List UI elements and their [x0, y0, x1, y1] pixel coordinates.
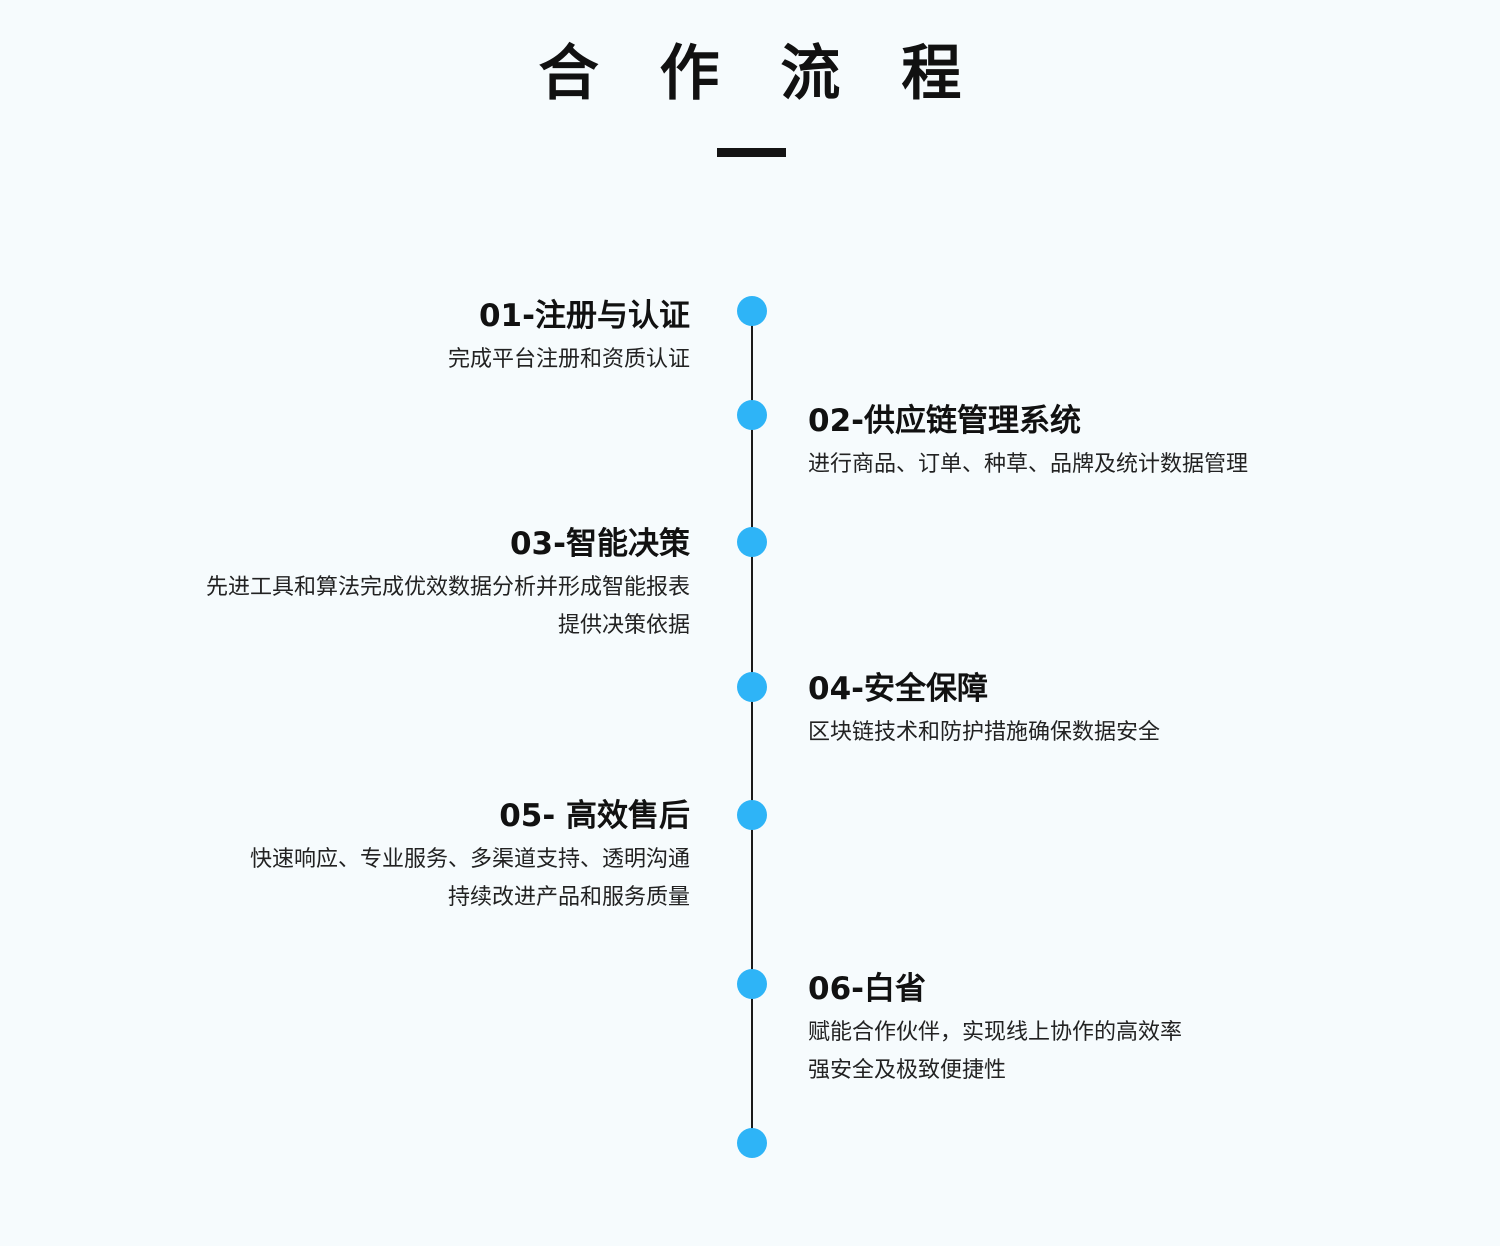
step-4-desc-line-1: 区块链技术和防护措施确保数据安全: [808, 720, 1161, 745]
step-3-desc: 先进工具和算法完成优效数据分析并形成智能报表 提供决策依据: [206, 569, 690, 645]
step-1: 01-注册与认证 完成平台注册和资质认证: [448, 296, 690, 379]
step-6-title: 06-白省: [808, 971, 927, 1007]
step-1-title: 01-注册与认证: [478, 298, 690, 334]
step-2: 02-供应链管理系统 进行商品、订单、种草、品牌及统计数据管理: [808, 401, 1248, 484]
step-6-desc-line-1: 赋能合作伙伴，实现线上协作的高效率: [808, 1020, 1183, 1045]
step-6-desc: 赋能合作伙伴，实现线上协作的高效率 强安全及极致便捷性: [808, 1014, 1182, 1090]
step-3-desc-line-1: 先进工具和算法完成优效数据分析并形成智能报表: [205, 575, 690, 600]
timeline-dot-2: [737, 400, 767, 430]
timeline-dot-4: [737, 672, 767, 702]
timeline-line: [751, 311, 753, 1143]
step-2-desc-line-1: 进行商品、订单、种草、品牌及统计数据管理: [808, 452, 1249, 477]
timeline-dot-6: [737, 969, 767, 999]
step-5-desc-line-1: 快速响应、专业服务、多渠道支持、透明沟通: [249, 847, 690, 872]
timeline-dot-3: [737, 527, 767, 557]
step-5-title: 05- 高效售后: [499, 798, 690, 834]
step-5-desc: 快速响应、专业服务、多渠道支持、透明沟通 持续改进产品和服务质量: [250, 841, 690, 917]
step-5-desc-line-2: 持续改进产品和服务质量: [447, 885, 690, 910]
timeline-dot-1: [737, 296, 767, 326]
step-6: 06-白省 赋能合作伙伴，实现线上协作的高效率 强安全及极致便捷性: [808, 969, 1182, 1090]
timeline-dot-end: [737, 1128, 767, 1158]
step-3-desc-line-2: 提供决策依据: [557, 613, 690, 638]
step-2-title: 02-供应链管理系统: [808, 403, 1082, 439]
step-1-desc-line-1: 完成平台注册和资质认证: [447, 347, 690, 372]
timeline-dot-5: [737, 800, 767, 830]
step-5: 05- 高效售后 快速响应、专业服务、多渠道支持、透明沟通 持续改进产品和服务质…: [250, 796, 690, 917]
step-6-desc-line-2: 强安全及极致便捷性: [808, 1058, 1007, 1083]
step-3-title: 03-智能决策: [509, 526, 690, 562]
step-4-title: 04-安全保障: [808, 671, 989, 707]
title-underline: [717, 148, 786, 157]
step-4: 04-安全保障 区块链技术和防护措施确保数据安全: [808, 669, 1160, 752]
step-3: 03-智能决策 先进工具和算法完成优效数据分析并形成智能报表 提供决策依据: [206, 524, 690, 645]
page-title: 合 作 流 程: [538, 39, 982, 109]
